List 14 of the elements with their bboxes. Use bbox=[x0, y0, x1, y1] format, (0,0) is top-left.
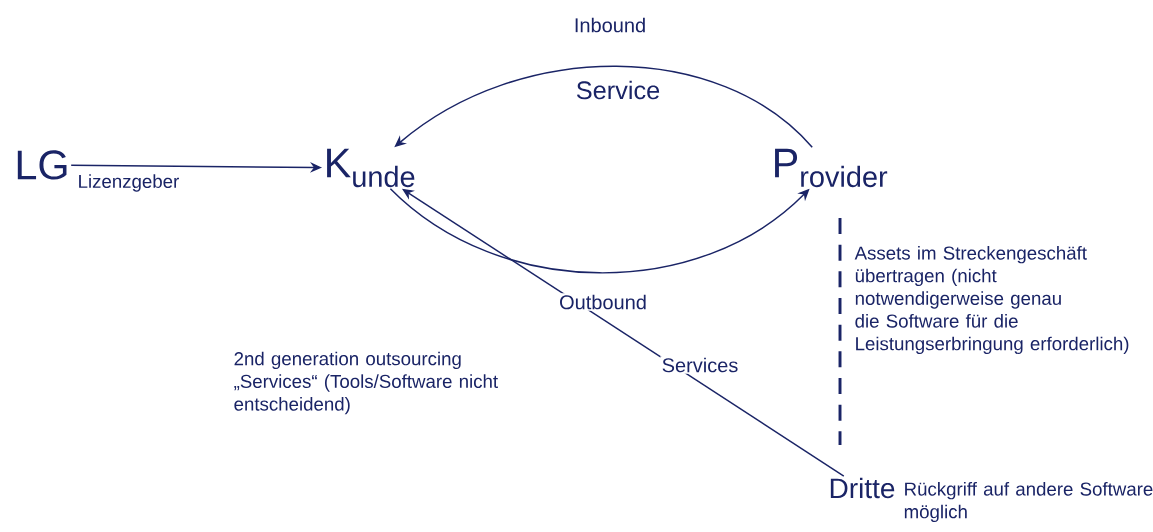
note-text: Assets im Streckengeschäft übertragen (nicht notwendigerweise genau die Software für die Leistungserbringung erforderlich) bbox=[854, 245, 1129, 355]
edge-label: Outbound bbox=[557, 293, 649, 311]
edge-label: Inbound bbox=[572, 16, 648, 34]
arrow bbox=[389, 188, 810, 274]
arrow bbox=[394, 65, 813, 148]
note-text: Service bbox=[576, 80, 660, 100]
node-label: K$_{unde}$ bbox=[327, 148, 415, 188]
node-caption: Lizenzgeber bbox=[79, 174, 179, 192]
node-label: Dritte bbox=[830, 477, 895, 499]
edge-label: Services bbox=[660, 356, 740, 374]
node-label: P$_{rovider}$ bbox=[775, 148, 888, 188]
node-caption: Rückgriff auf andere Software möglich bbox=[904, 481, 1153, 523]
note-text: 2nd generation outsourcing „Services“ (Tools/Software nicht entscheidend) bbox=[234, 351, 498, 415]
node-label: LG bbox=[17, 150, 67, 180]
